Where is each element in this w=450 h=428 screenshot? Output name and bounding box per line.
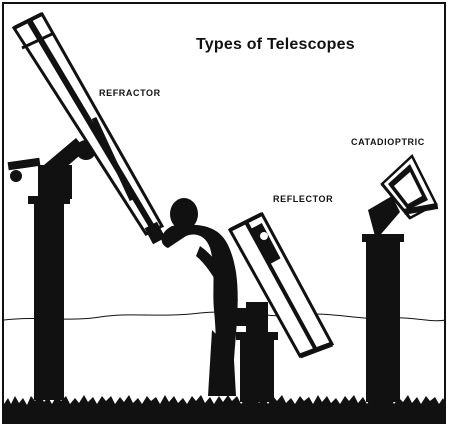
catadioptric-pier-cap [362,234,404,242]
refractor-counterweight [7,157,41,171]
reflector-telescope [226,212,335,402]
refractor-knob [10,170,22,182]
reflector-counterweight [226,308,250,326]
refractor-pier-cap [28,196,70,204]
catadioptric-base-bar [403,202,439,215]
refractor-focuser [144,221,166,245]
reflector-pier-cap [236,332,278,340]
observer-head [170,198,198,230]
catadioptric-pier [366,238,400,402]
refractor-telescope [7,12,166,400]
catadioptric-fork [368,196,400,240]
observer-silhouette [161,198,238,396]
observer-arm [196,246,238,304]
refractor-finder [91,116,135,202]
label-reflector: REFLECTOR [273,194,334,204]
refractor-pier [34,200,64,400]
reflector-mount [246,302,268,334]
label-catadioptric: CATADIOPTRIC [351,137,425,147]
refractor-axis [44,138,86,176]
grass-ground [4,394,446,424]
diagram-title: Types of Telescopes [196,36,355,53]
reflector-pier [240,336,274,402]
reflector-finder [249,223,281,265]
label-refractor: REFRACTOR [99,88,161,98]
catadioptric-telescope [362,153,439,402]
observer-leg [208,330,222,396]
